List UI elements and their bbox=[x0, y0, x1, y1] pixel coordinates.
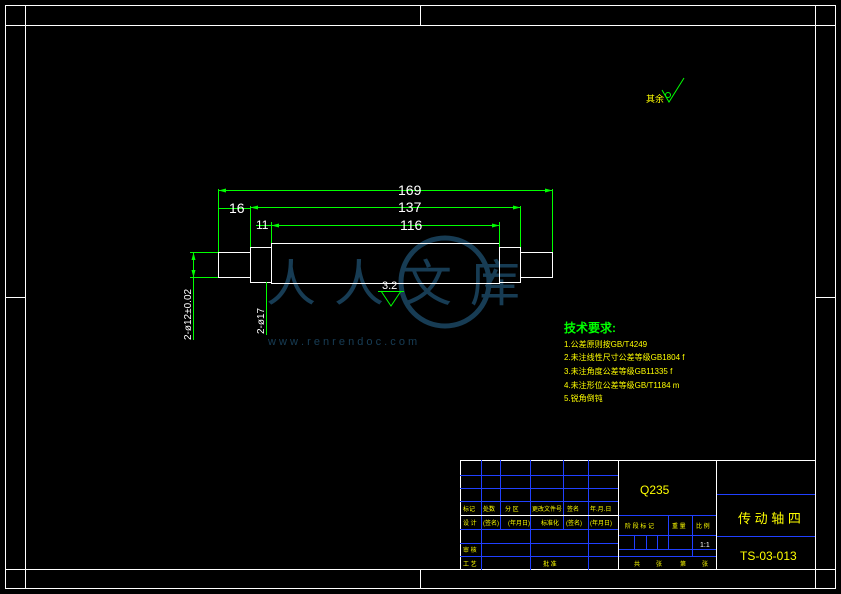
tech-title: 技术要求: bbox=[564, 320, 616, 335]
watermark-circle bbox=[398, 235, 492, 329]
tb-label-count: 处数 bbox=[483, 505, 495, 513]
tb-label-standard: 标准化 bbox=[541, 519, 559, 527]
dimension-lines bbox=[190, 189, 553, 340]
watermark-url: w w w . r e n r e n d o c . c o m bbox=[267, 336, 417, 348]
roughness-symbol: 其余 bbox=[646, 77, 685, 104]
tb-part-name: 传 动 轴 四 bbox=[738, 511, 801, 526]
dim-mid-length: 137 bbox=[398, 199, 422, 215]
dim-overall-length: 169 bbox=[398, 182, 422, 198]
tb-scale: 1:1 bbox=[700, 542, 710, 549]
tb-drawing-number: TS-03-013 bbox=[740, 549, 797, 563]
tb-label-sheet-num: 第 bbox=[680, 560, 686, 568]
tb-label-standard-date: (年月日) bbox=[590, 519, 612, 527]
tb-label-change-doc: 更改文件号 bbox=[532, 505, 562, 513]
title-block: 标记 处数 分 区 更改文件号 签名 年.月.日 设 计 (签名) (年月日) … bbox=[460, 460, 816, 570]
dimension-arrows bbox=[191, 188, 553, 278]
tech-item-1: 1.公差原则按GB/T4249 bbox=[564, 339, 648, 349]
tb-label-sheet-total-unit: 张 bbox=[656, 560, 662, 568]
roughness-label: 其余 bbox=[646, 93, 664, 104]
tb-label-design-sign: (签名) bbox=[483, 519, 499, 527]
dim-left-offset: 16 bbox=[229, 200, 245, 216]
dim-inner-length: 116 bbox=[400, 217, 423, 233]
tb-label-sheet-num-unit: 张 bbox=[702, 560, 708, 568]
tb-label-zone: 分 区 bbox=[505, 505, 519, 513]
tech-item-2: 2.未注线性尺寸公差等级GB1804 f bbox=[564, 352, 685, 362]
dim-end-diameter: 2-ø12±0.02 bbox=[183, 288, 194, 340]
tb-label-weight: 重 量 bbox=[672, 522, 686, 530]
tb-label-date: 年.月.日 bbox=[590, 505, 611, 513]
dim-collar-diameter: 2-ø17 bbox=[256, 307, 267, 334]
tb-label-design-date: (年月日) bbox=[508, 519, 530, 527]
tb-material: Q235 bbox=[640, 483, 670, 497]
tb-label-design: 设 计 bbox=[463, 519, 477, 527]
watermark: 人人文库 w w w . r e n r e n d o c . c o m bbox=[266, 235, 520, 348]
shaft-outline bbox=[218, 243, 553, 284]
tb-label-sheet-total: 共 bbox=[634, 560, 640, 568]
tb-label-stage: 阶 段 标 记 bbox=[625, 522, 654, 530]
tb-label-mark: 标记 bbox=[463, 505, 475, 513]
tech-item-4: 4.未注形位公差等级GB/T1184 m bbox=[564, 380, 680, 390]
inner-frame bbox=[25, 25, 816, 570]
dim-shoulder: 11 bbox=[256, 218, 269, 232]
tb-label-approve: 批 准 bbox=[543, 560, 557, 568]
tb-label-review: 审 核 bbox=[463, 546, 477, 554]
tb-label-sign: 签名 bbox=[567, 505, 579, 513]
tb-label-ratio: 比 例 bbox=[696, 522, 710, 530]
dim-surface-finish: 3.2 bbox=[382, 280, 397, 292]
tech-requirements: 技术要求: 1.公差原则按GB/T4249 2.未注线性尺寸公差等级GB1804… bbox=[564, 320, 685, 403]
tb-label-process: 工 艺 bbox=[463, 560, 477, 568]
tech-item-5: 5.锐角倒钝 bbox=[564, 393, 603, 403]
tech-item-3: 3.未注角度公差等级GB11335 f bbox=[564, 366, 673, 376]
tb-label-standard-sign: (签名) bbox=[566, 519, 582, 527]
